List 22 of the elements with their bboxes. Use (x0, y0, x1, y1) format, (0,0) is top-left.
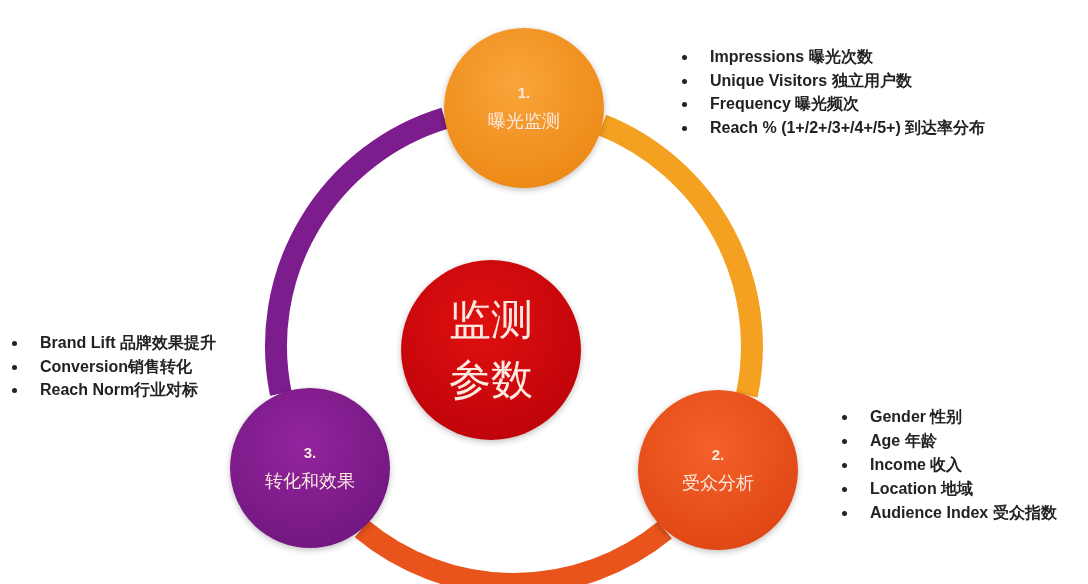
bullet-item: Age 年龄 (840, 431, 937, 451)
bullet-item: Impressions 曝光次数 (680, 47, 873, 67)
ring-arc (597, 115, 763, 397)
bullet-item: Conversion销售转化 (10, 356, 192, 377)
step-title: 曝光监测 (488, 110, 560, 133)
step-number: 2. (711, 445, 725, 465)
bullet-item: Frequency 曝光频次 (680, 94, 860, 114)
bullet-item: Gender 性别 (840, 407, 963, 427)
ring-arc (265, 108, 449, 396)
center-title: 监测参数 (448, 295, 534, 405)
bullet-item: Audience Index 受众指数 (840, 503, 1057, 523)
bullet-item: Brand Lift 品牌效果提升 (10, 333, 216, 353)
ring-arc (355, 520, 672, 584)
step-title: 转化和效果 (265, 470, 355, 493)
bullet-item: Reach Norm行业对标 (10, 380, 199, 400)
bullet-item: Unique Visitors 独立用户数 (680, 70, 912, 91)
bullet-item: Location 地域 (840, 479, 974, 499)
bullet-item: Income 收入 (840, 455, 963, 475)
bullet-item: Reach % (1+/2+/3+/4+/5+) 到达率分布 (680, 117, 986, 138)
step-title: 受众分析 (682, 472, 754, 495)
step-number: 1. (517, 83, 531, 103)
step-number: 3. (303, 443, 317, 463)
